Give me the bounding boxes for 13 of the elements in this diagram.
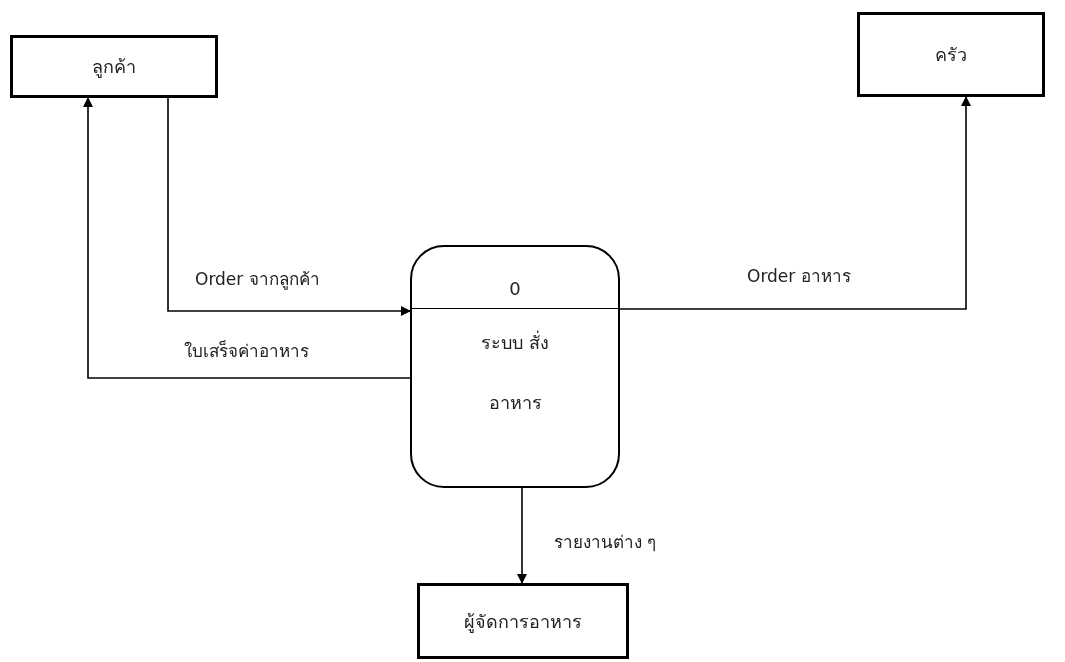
entity-name: ผู้จัดการอาหาร [464,609,582,635]
entity-box [10,35,218,98]
arrow [167,97,411,316]
entity-box [417,583,629,659]
entity-box [857,12,1045,97]
arrow [83,97,411,379]
entity-name: ลูกค้า [92,55,136,80]
process-number: 0 [509,277,521,299]
arrow [619,96,971,310]
entity-name: ครัว [935,43,967,67]
process-box [410,245,620,488]
process-name: ระบบ สั่งอาหาร [480,329,550,415]
arrow [517,487,527,584]
